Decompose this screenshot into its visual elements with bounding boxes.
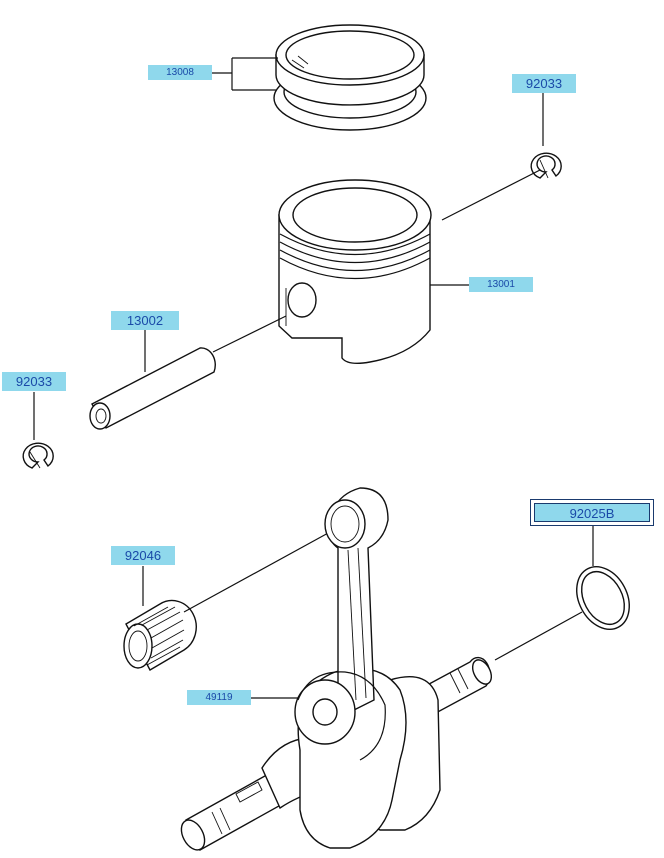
piston-pin (89, 347, 216, 430)
oil-seal (576, 566, 630, 630)
label-needle-bearing[interactable]: 92046 (111, 546, 175, 565)
label-ring-set[interactable]: 13008 (148, 65, 212, 80)
clip-left (22, 442, 54, 469)
needle-bearing (123, 599, 197, 671)
centerline-seal-crank (494, 611, 583, 661)
label-piston-pin[interactable]: 13002 (111, 311, 179, 330)
piston-rings (273, 24, 427, 131)
piston (278, 179, 432, 365)
label-crankshaft[interactable]: 49119 (187, 690, 251, 705)
clip-right (530, 152, 562, 179)
label-clip-right[interactable]: 92033 (512, 74, 576, 93)
crankshaft (180, 487, 493, 851)
label-clip-left[interactable]: 92033 (2, 372, 66, 391)
label-piston[interactable]: 13001 (469, 277, 533, 292)
label-frame-oil-seal (530, 499, 654, 526)
label-oil-seal[interactable]: 92025B (534, 503, 650, 522)
leader-13008 (212, 57, 278, 91)
centerline-pin-piston (212, 315, 287, 353)
centerline-bearing-rod (183, 531, 331, 613)
centerline-clip-piston (441, 169, 541, 221)
